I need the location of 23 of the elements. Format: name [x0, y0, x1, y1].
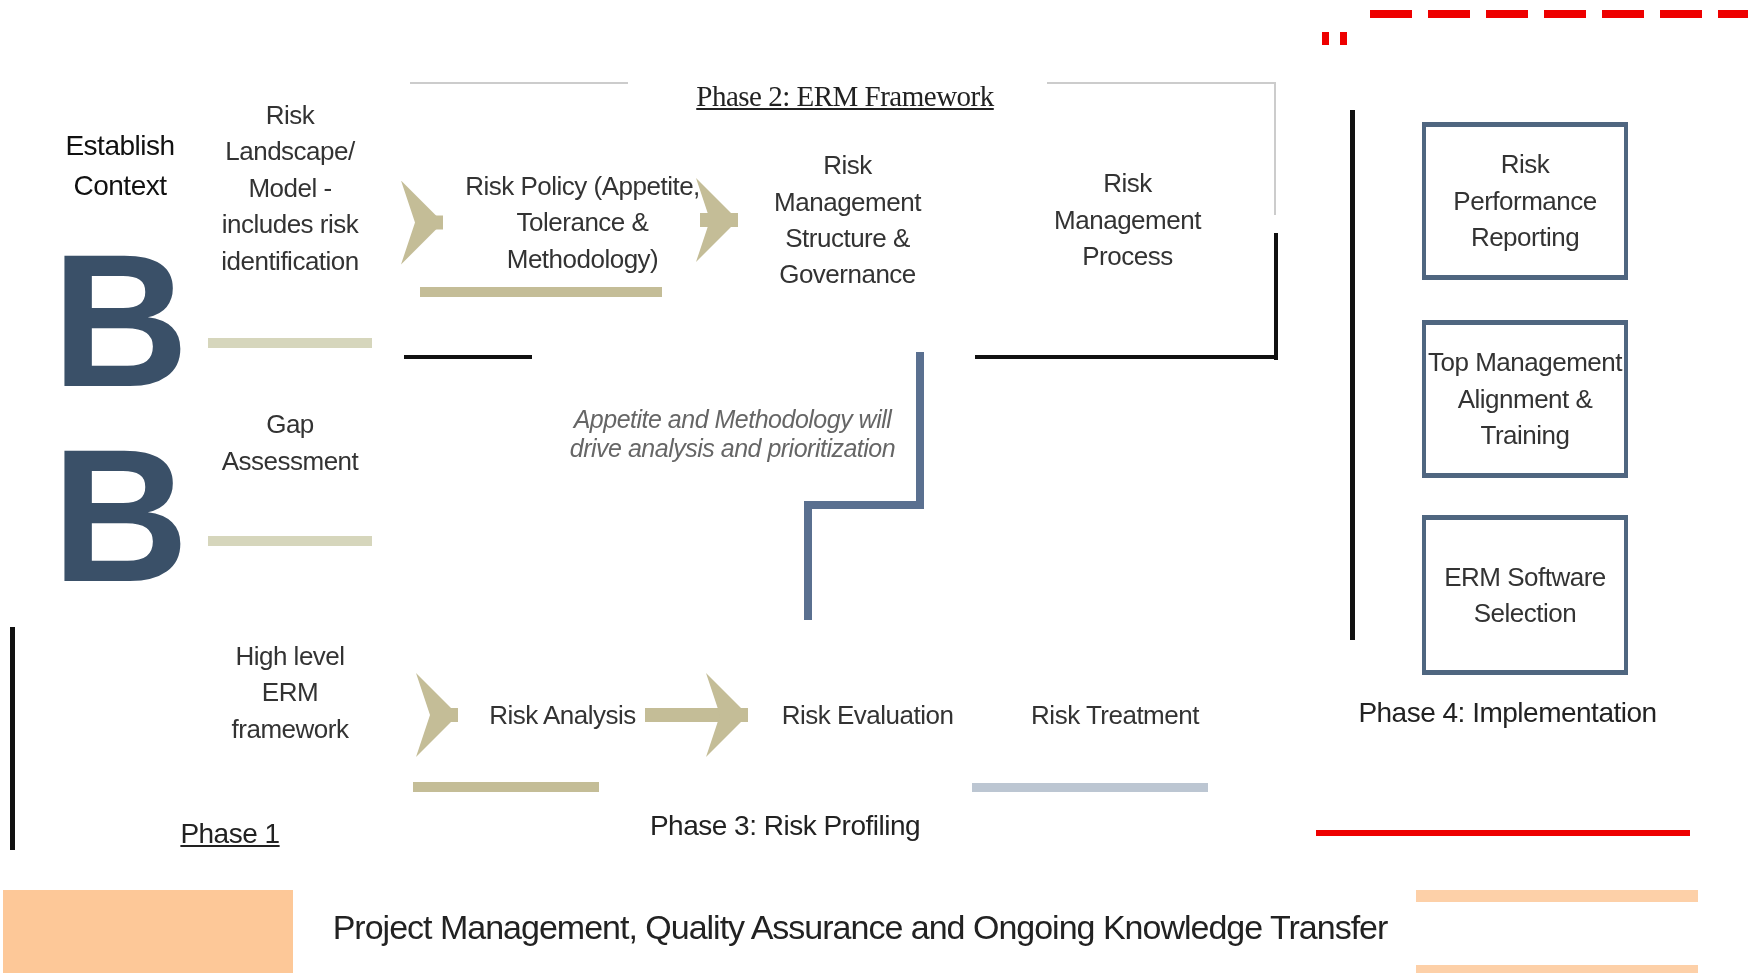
chevron-arrow	[401, 180, 443, 265]
heading: Phase 1	[179, 818, 281, 850]
heading: Phase 3: Risk Profiling	[648, 810, 922, 842]
letter-glyph: B	[50, 420, 190, 610]
banner-text: Project Management, Quality Assurance and Ongoing Knowledge Transfer	[331, 908, 1389, 947]
process-box: Top Management Alignment & Training	[1422, 320, 1628, 478]
step-text: Risk Evaluation	[770, 690, 965, 740]
step-text: Risk Analysis	[480, 690, 645, 740]
step-text: Risk Management Process	[1030, 160, 1225, 280]
chevron-arrow	[645, 673, 748, 757]
step-text: Risk Policy (Appetite, Tolerance & Methodology)	[465, 160, 700, 285]
chevron-arrow	[696, 178, 738, 262]
step-text: Gap Assessment	[210, 400, 370, 485]
step-text: Risk Treatment	[1020, 690, 1210, 740]
step-text: High level ERM framework	[210, 635, 370, 750]
note-text: Appetite and Methodology will drive analysis and prioritization	[568, 405, 897, 463]
heading: Phase 2: ERM Framework	[695, 80, 996, 113]
process-box: Risk Performance Reporting	[1422, 122, 1628, 280]
letter-glyph: B	[50, 225, 190, 415]
process-box: ERM Software Selection	[1422, 515, 1628, 675]
step-text: Risk Management Structure & Governance	[760, 140, 935, 300]
chevron-arrow	[416, 673, 458, 757]
heading: Phase 4: Implementation	[1357, 697, 1658, 729]
